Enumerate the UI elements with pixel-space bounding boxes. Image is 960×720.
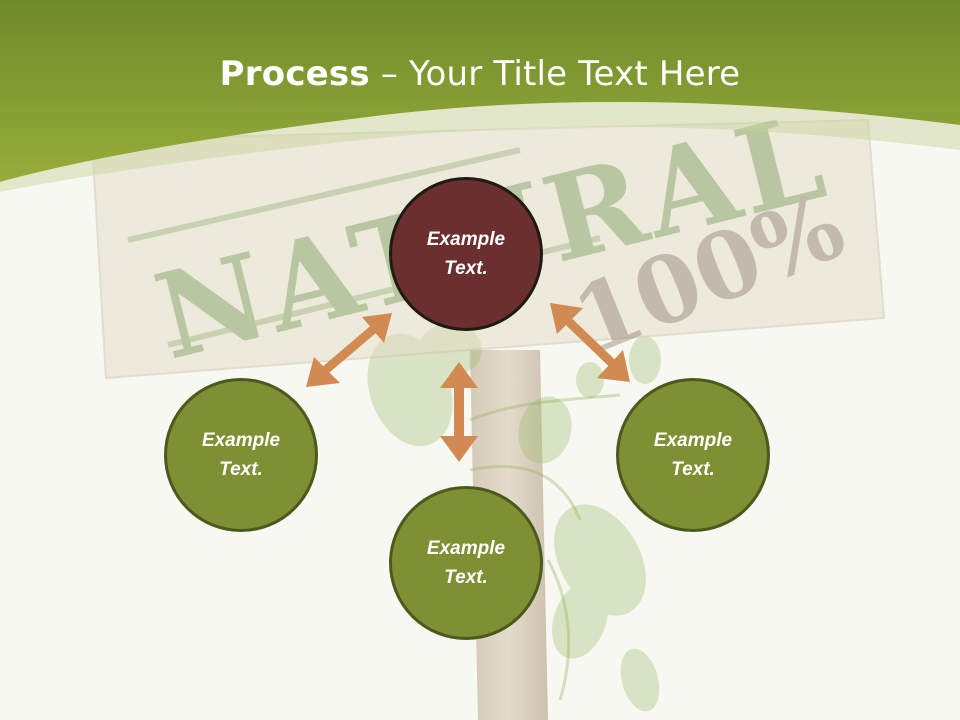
circle-top-line2: Text. — [444, 258, 488, 279]
title-bold: Process — [219, 54, 370, 94]
title-separator: – — [369, 54, 410, 94]
arrow-vertical — [440, 362, 478, 462]
slide-title: Process – Your Title Text Here — [0, 52, 960, 96]
circle-bottom-line1: Example — [426, 538, 506, 559]
title-rest: Your Title Text Here — [409, 54, 741, 94]
circle-top-line1: Example — [426, 229, 506, 250]
arrow-top-left — [306, 313, 392, 387]
leaves-shape — [367, 324, 661, 712]
circle-right-line1: Example — [653, 430, 733, 451]
circle-right-line2: Text. — [671, 459, 715, 480]
header-highlight — [0, 101, 960, 192]
vine-shape — [469, 393, 621, 701]
circle-bottom-line2: Text. — [444, 567, 488, 588]
circle-left-line2: Text. — [219, 459, 263, 480]
circle-left-line1: Example — [201, 430, 281, 451]
header-band — [0, 0, 960, 182]
arrow-top-right — [550, 303, 630, 382]
